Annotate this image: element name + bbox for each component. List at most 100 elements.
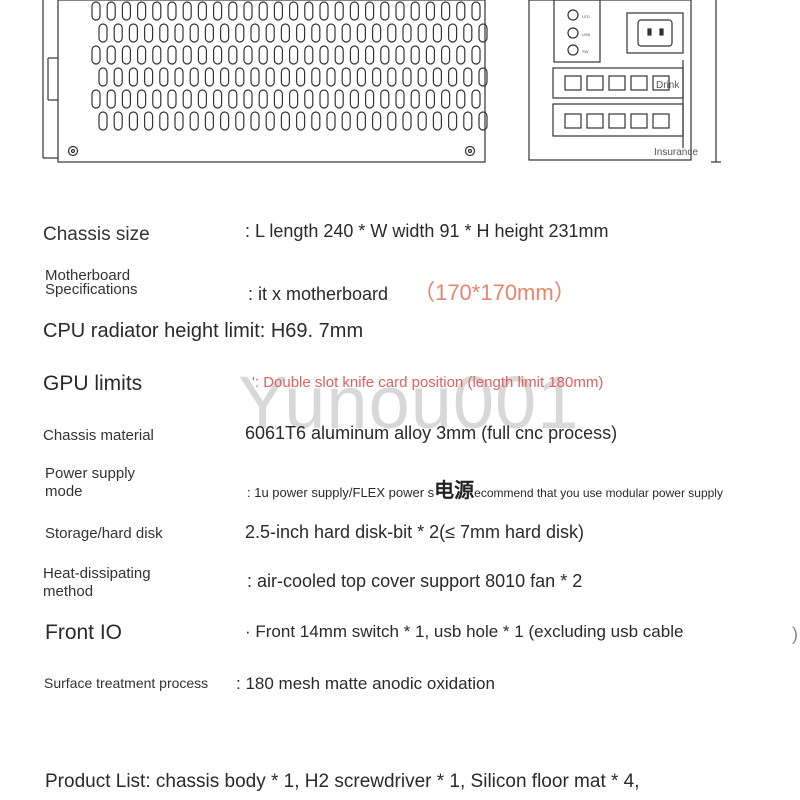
vent-slot xyxy=(144,111,154,131)
vent-slot xyxy=(204,23,214,43)
vent-slot xyxy=(250,111,260,131)
vent-slot xyxy=(144,23,154,43)
vent-slot xyxy=(365,89,375,109)
side-panel-drawing xyxy=(42,0,488,163)
vent-slot xyxy=(98,111,108,131)
vent-slot xyxy=(213,1,223,21)
vent-slot xyxy=(280,23,290,43)
vent-slot xyxy=(235,67,245,87)
vent-slot xyxy=(319,45,329,65)
vent-slot xyxy=(128,23,138,43)
vent-slot xyxy=(334,89,344,109)
vent-slot xyxy=(243,89,253,109)
vent-slot xyxy=(380,1,390,21)
vent-slot xyxy=(410,1,420,21)
vent-slot xyxy=(326,111,336,131)
spec-label-motherboard-1: Motherboard xyxy=(45,267,131,284)
back-panel-drawing xyxy=(528,0,721,163)
vent-slot xyxy=(296,23,306,43)
sw-label: SW xyxy=(582,49,589,54)
spec-value-surface: : 180 mesh matte anodic oxidation xyxy=(236,674,495,693)
io-port xyxy=(564,113,582,129)
vent-slot xyxy=(182,89,192,109)
spec-value-power-b: ecommend that you use modular power supp… xyxy=(474,486,723,500)
vent-slot xyxy=(273,1,283,21)
spec-label-power-2: mode xyxy=(45,483,83,500)
vent-slot xyxy=(304,1,314,21)
vent-slot xyxy=(456,89,466,109)
io-port xyxy=(586,75,604,91)
spec-value-power-cn: 电源 xyxy=(434,480,475,502)
vent-slot xyxy=(311,67,321,87)
vent-slot xyxy=(463,111,473,131)
vent-slot xyxy=(228,1,238,21)
vent-slot xyxy=(159,23,169,43)
spec-value-motherboard: : it x motherboard （170*170mm） xyxy=(248,275,576,307)
io-port xyxy=(630,75,648,91)
vent-slot xyxy=(228,89,238,109)
vent-slot xyxy=(243,1,253,21)
vent-slot xyxy=(478,67,488,87)
vent-slot xyxy=(220,23,230,43)
vent-slot xyxy=(167,89,177,109)
spec-label-power-1: Power supply xyxy=(45,465,136,482)
spec-label-chassis-size: Chassis size xyxy=(43,224,150,245)
vent-slot xyxy=(98,23,108,43)
vent-slot xyxy=(235,23,245,43)
vent-slot xyxy=(341,111,351,131)
chassis-drawings: Drink Insurance LED USB SW xyxy=(42,0,721,163)
vent-slot xyxy=(167,1,177,21)
vent-slot xyxy=(152,1,162,21)
vent-slot xyxy=(189,23,199,43)
vent-slot xyxy=(478,23,488,43)
spec-value-power-a: : 1u power supply/FLEX power s xyxy=(247,485,435,500)
vent-slot xyxy=(213,45,223,65)
vent-slot xyxy=(220,67,230,87)
vent-slot xyxy=(441,89,451,109)
vent-slot xyxy=(113,23,123,43)
vent-slot xyxy=(273,89,283,109)
vent-slot xyxy=(258,1,268,21)
vent-slot xyxy=(349,89,359,109)
vent-slot xyxy=(417,111,427,131)
vent-slot xyxy=(204,111,214,131)
vent-slot xyxy=(425,45,435,65)
vent-slot xyxy=(159,111,169,131)
vent-slot xyxy=(113,67,123,87)
vent-slot xyxy=(243,45,253,65)
vent-slot xyxy=(174,67,184,87)
vent-slot xyxy=(349,1,359,21)
vent-slot xyxy=(456,1,466,21)
vent-slot xyxy=(326,23,336,43)
vent-slot xyxy=(137,89,147,109)
vent-slot xyxy=(106,89,116,109)
vent-slot xyxy=(387,67,397,87)
vent-slot xyxy=(91,45,101,65)
vent-slot xyxy=(220,111,230,131)
vent-slot xyxy=(91,89,101,109)
vent-slot xyxy=(319,1,329,21)
vent-slot xyxy=(356,23,366,43)
vent-slot xyxy=(341,67,351,87)
vent-slot xyxy=(128,111,138,131)
vent-slot xyxy=(121,45,132,65)
spec-label-storage: Storage/hard disk xyxy=(45,525,163,542)
vent-slot xyxy=(402,111,412,131)
vent-slot xyxy=(182,45,192,65)
vent-slot xyxy=(296,111,306,131)
vent-slot xyxy=(265,111,275,131)
vent-slot xyxy=(197,89,207,109)
spec-value-storage: 2.5-inch hard disk-bit * 2(≤ 7mm hard di… xyxy=(245,522,585,542)
vent-slot xyxy=(326,67,336,87)
spec-value-motherboard-size: （170*170mm） xyxy=(413,280,576,305)
vent-slot xyxy=(235,111,245,131)
vent-slot xyxy=(372,23,382,43)
vent-slot xyxy=(410,45,420,65)
vent-slot xyxy=(289,1,299,21)
vent-slot xyxy=(478,111,488,131)
vent-slot xyxy=(432,67,442,87)
vent-slot xyxy=(349,45,359,65)
vent-slot xyxy=(417,67,427,87)
vent-slot xyxy=(463,67,473,87)
spec-label-heat-1: Heat-dissipating xyxy=(43,565,151,582)
